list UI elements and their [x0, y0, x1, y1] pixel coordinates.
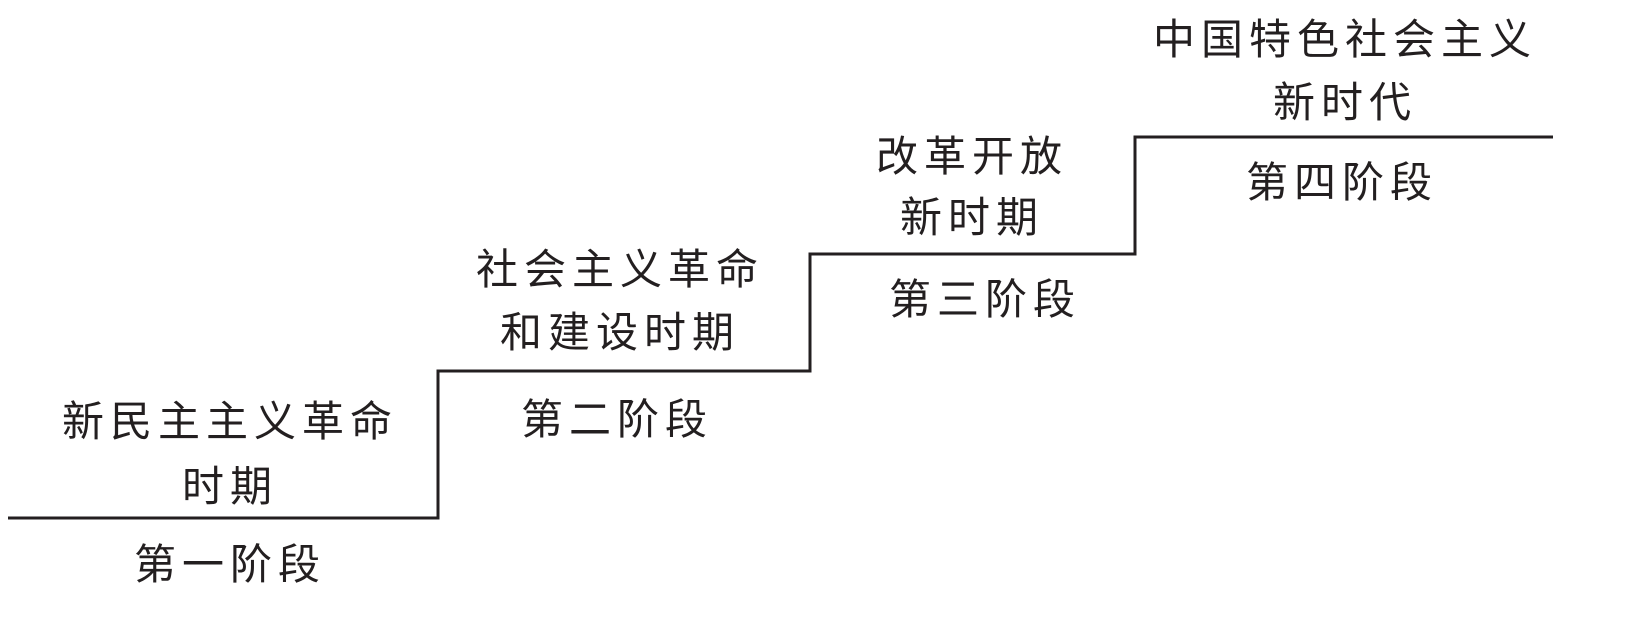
stage-1-period-line2: 时期	[181, 462, 279, 511]
stage-1-label: 第一阶段	[133, 540, 327, 589]
stage-3-label: 第三阶段	[888, 275, 1082, 324]
stage-1-period-line1: 新民主主义革命	[61, 397, 399, 446]
staircase-path	[8, 135, 1553, 520]
stage-4-label: 第四阶段	[1245, 158, 1439, 207]
stage-2-period-line2: 和建设时期	[499, 308, 741, 357]
stage-4-period-line1: 中国特色社会主义	[1152, 15, 1538, 64]
stage-3-period-line2: 新时期	[899, 193, 1045, 242]
stage-4-period-line2: 新时代	[1272, 78, 1418, 127]
stage-3-period-line1: 改革开放	[875, 132, 1069, 181]
stage-2-label: 第二阶段	[520, 395, 714, 444]
stage-2-period-line1: 社会主义革命	[475, 245, 765, 294]
